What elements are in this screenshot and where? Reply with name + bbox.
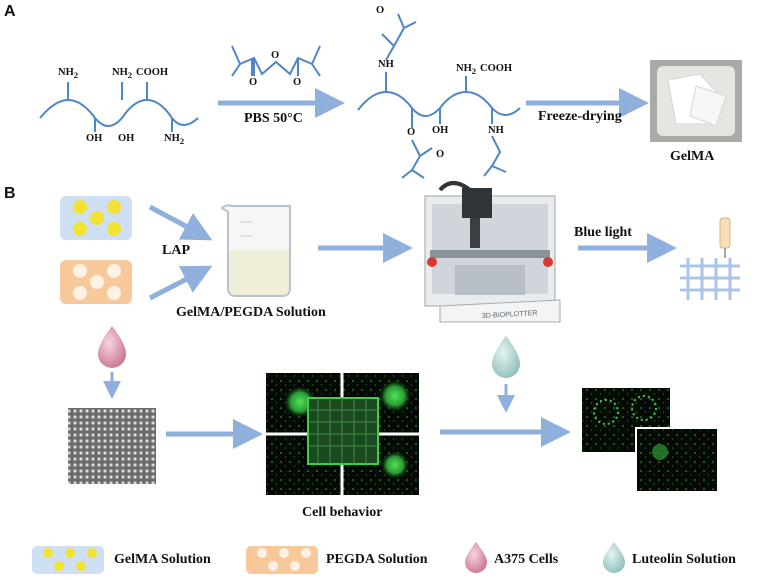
solution-label: GelMA/PEGDA Solution [176, 305, 326, 320]
oxygen-label: O [436, 149, 445, 160]
printed-scaffold-grid [680, 258, 740, 300]
treated-fluorescence-images [582, 388, 719, 493]
fluorescence-collage [264, 371, 421, 497]
printer-brand: 3D-BIOPLOTTER [482, 310, 538, 320]
oxygen-label: O [249, 77, 258, 88]
legend-a375-drop-icon [465, 542, 487, 573]
oxygen-label: O [271, 50, 280, 61]
methacrylic-anhydride [231, 45, 321, 77]
oxygen-label: O [293, 77, 302, 88]
amide-label: NH [488, 125, 504, 136]
3d-bioplotter [424, 181, 561, 323]
freeze-drying-label: Freeze-drying [538, 109, 622, 124]
legend-gelma-label: GelMA Solution [114, 552, 211, 567]
mix-arrow-bottom [148, 265, 213, 301]
hydroxyl-label: OH [432, 125, 449, 136]
hydroxyl-label: OH [118, 133, 135, 144]
carboxyl-label: COOH [480, 63, 513, 74]
mix-arrow-top [148, 204, 213, 241]
blue-light-label: Blue light [574, 225, 632, 240]
gelma-chain [357, 13, 521, 179]
legend-gelma-icon [32, 546, 104, 574]
gelma-sponge-photo [650, 60, 742, 142]
gelma-product-label: GelMA [670, 149, 715, 164]
panel-label-a: A [4, 3, 16, 20]
beaker [220, 204, 291, 297]
ester-oxygen-label: O [407, 127, 416, 138]
luteolin-drop-icon [492, 336, 520, 378]
panel-label-b: B [4, 185, 16, 202]
amine-label: NH2 [164, 133, 185, 147]
amine-label: NH2 [58, 67, 79, 81]
amide-label: NH [378, 59, 394, 70]
pegda-solution-card [60, 260, 132, 304]
gelma-solution-card [60, 196, 132, 240]
oxygen-label: O [376, 5, 385, 16]
legend-luteolin-drop-icon [603, 542, 625, 573]
amine-label: NH2 [112, 67, 133, 81]
syringe-icon [719, 217, 731, 258]
amine-label: NH2 [456, 63, 477, 77]
legend-luteolin-label: Luteolin Solution [632, 552, 736, 567]
cell-behavior-label: Cell behavior [302, 505, 383, 520]
legend-pegda-icon [246, 546, 318, 574]
gelatin-chain [39, 82, 199, 132]
carboxyl-label: COOH [136, 67, 169, 78]
scaffold-micrograph [68, 408, 156, 484]
lap-label: LAP [162, 243, 190, 258]
hydroxyl-label: OH [86, 133, 103, 144]
reaction-condition: PBS 50°C [244, 111, 303, 126]
a375-cells-drop-icon [98, 326, 126, 368]
legend-a375-label: A375 Cells [494, 552, 559, 567]
legend-pegda-label: PEGDA Solution [326, 552, 428, 567]
